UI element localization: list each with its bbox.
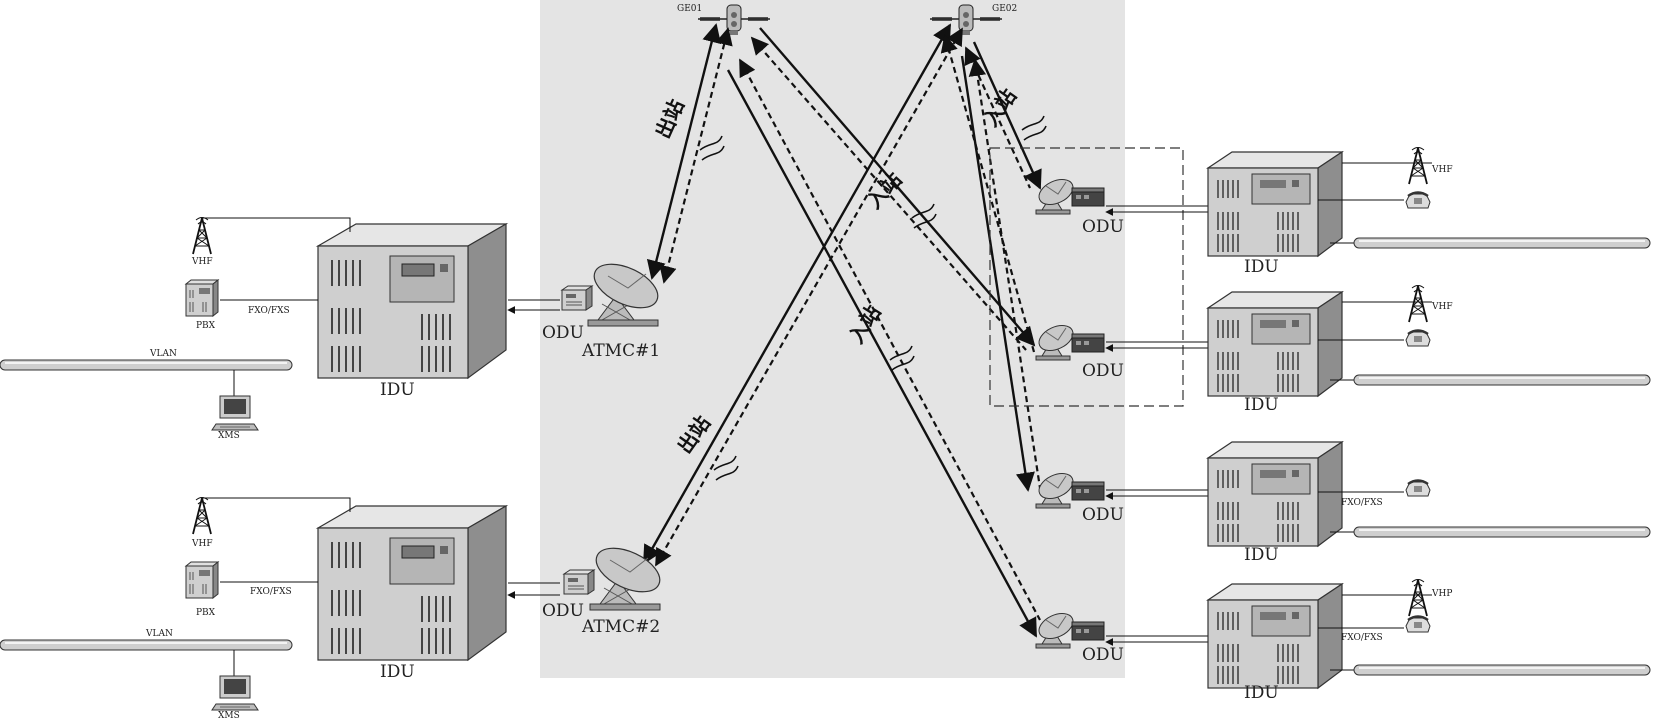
hub-idu xyxy=(317,505,507,661)
pbx-label: PBX xyxy=(196,321,216,331)
atmc2-label: ATMC#2 xyxy=(581,617,660,637)
lan-bus xyxy=(1353,374,1651,386)
remote-station-2: ODU IDU VHF xyxy=(1034,284,1651,415)
fxo-fxs-label: FXO/FXS xyxy=(250,587,292,597)
vhp-antenna-icon xyxy=(1408,578,1428,617)
ge01-label: GE01 xyxy=(677,4,702,14)
phone-icon xyxy=(1404,615,1432,634)
remote-odu-label: ODU xyxy=(1082,217,1124,237)
hub-idu-label: IDU xyxy=(380,662,415,682)
vhf-antenna-icon xyxy=(192,496,212,535)
vlan-bus xyxy=(0,359,293,371)
remote-idu-label: IDU xyxy=(1244,683,1279,703)
xms-label: XMS xyxy=(218,711,240,719)
hub-radio-unit xyxy=(563,569,595,595)
pbx-icon xyxy=(185,279,219,317)
phone-icon xyxy=(1404,479,1432,498)
vhf-antenna-icon xyxy=(1408,146,1428,185)
hub-radio-unit xyxy=(561,285,593,311)
vlan-label: VLAN xyxy=(149,349,177,359)
satellite-ge02: GE02 xyxy=(929,4,1017,36)
hub-idu xyxy=(317,223,507,379)
phone-icon xyxy=(1404,329,1432,348)
vhf-antenna-icon xyxy=(1408,284,1428,323)
remote-idu-label: IDU xyxy=(1244,395,1279,415)
lan-bus xyxy=(1353,526,1651,538)
phone-icon xyxy=(1404,191,1432,210)
remote-idu-label: IDU xyxy=(1244,257,1279,277)
pbx-icon xyxy=(185,561,219,599)
remote-odu-label: ODU xyxy=(1082,505,1124,525)
vhf-label: VHF xyxy=(1431,165,1453,175)
hub-odu-label: ODU xyxy=(542,601,584,621)
lan-bus xyxy=(1353,237,1651,249)
xms-computer-icon xyxy=(211,395,259,431)
remote-odu-label: ODU xyxy=(1082,361,1124,381)
remote-odu-label: ODU xyxy=(1082,645,1124,665)
hub-station-1: VLAN IDU VHF PBX FXO/FXS XMS ODU ATMC#1 xyxy=(0,216,666,441)
vlan-bus xyxy=(0,639,293,651)
vhf-label: VHF xyxy=(191,539,213,549)
fxo-fxs-label: FXO/FXS xyxy=(248,306,290,316)
remote-station-3: ODU IDU FXO/FXS xyxy=(1034,441,1651,565)
xms-label: XMS xyxy=(218,431,240,441)
remote-group-box xyxy=(989,147,1184,407)
remote-idu-label: IDU xyxy=(1244,545,1279,565)
vhf-label: VHF xyxy=(1431,302,1453,312)
remote-station-1: ODU IDU VHF xyxy=(1034,146,1651,277)
fxo-fxs-label: FXO/FXS xyxy=(1341,498,1383,508)
xms-computer-icon xyxy=(211,675,259,711)
vhf-label: VHF xyxy=(191,257,213,267)
vhp-label: VHP xyxy=(1431,589,1452,599)
ge02-label: GE02 xyxy=(992,4,1017,14)
atmc1-label: ATMC#1 xyxy=(581,341,660,361)
hub-station-2: VLAN IDU VHF PBX FXO/FXS XMS ODU ATMC#2 xyxy=(0,496,668,719)
vhf-antenna-icon xyxy=(192,216,212,255)
remote-idu xyxy=(1207,151,1343,257)
remote-idu xyxy=(1207,291,1343,397)
remote-idu xyxy=(1207,583,1343,689)
hub-idu-label: IDU xyxy=(380,380,415,400)
lan-bus xyxy=(1353,664,1651,676)
remote-idu xyxy=(1207,441,1343,547)
hub-odu-label: ODU xyxy=(542,323,584,343)
vlan-label: VLAN xyxy=(145,629,173,639)
pbx-label: PBX xyxy=(196,608,216,618)
remote-station-4: ODU IDU VHP FXO/FXS xyxy=(1034,578,1651,703)
satellite-ge01: GE01 xyxy=(677,4,771,36)
fxo-fxs-label: FXO/FXS xyxy=(1341,633,1383,643)
